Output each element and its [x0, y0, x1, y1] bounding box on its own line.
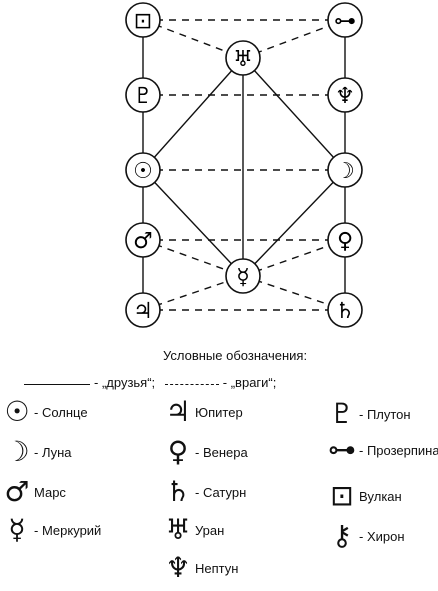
- legend-item-jupiter: ♃Юпитер: [163, 395, 243, 428]
- venus-icon: ♀: [167, 435, 189, 468]
- jupiter-icon: ♃: [165, 395, 191, 428]
- moon-icon: ☽: [335, 159, 355, 184]
- sun-icon: ☉: [4, 395, 30, 428]
- vulcan-icon: ⊡: [134, 9, 152, 34]
- legend-title: Условные обозначения:: [163, 348, 308, 363]
- friend-link-moon-mercury: [242, 169, 346, 277]
- friend-link-sun-mercury: [142, 169, 244, 277]
- enemy-link-mercury-saturn: [242, 275, 346, 311]
- legend-label: - Меркурий: [34, 522, 102, 538]
- legend-label: - Прозерпина: [359, 442, 438, 458]
- pluto-icon: ♇: [133, 84, 153, 109]
- node-uranus: ♅: [225, 40, 261, 76]
- sun-icon: ☉: [133, 159, 153, 184]
- legend-item-pluto: ♇- Плутон: [327, 397, 411, 430]
- legend-item-proserpina: ⊶- Прозерпина: [327, 436, 438, 464]
- friend-link-uranus-moon: [242, 57, 346, 171]
- mercury-icon: ☿: [236, 265, 250, 290]
- node-venus: ♀: [327, 222, 363, 258]
- legend-label: Уран: [195, 522, 225, 538]
- enemy-link-uranus-proserpina: [242, 19, 346, 59]
- legend-line-key: - „друзья“; - „враги“;: [24, 375, 276, 390]
- legend-item-vulcan: ⊡ Вулкан: [327, 479, 402, 512]
- friends-label: - „друзья“;: [94, 375, 156, 390]
- enemies-line-sample: [164, 384, 219, 385]
- node-mercury: ☿: [225, 258, 261, 294]
- chiron-icon: ⚷: [331, 519, 353, 552]
- saturn-icon: ♄: [335, 299, 355, 324]
- proserpina-icon: ⊶: [328, 433, 356, 466]
- neptune-icon: ♆: [165, 551, 191, 584]
- legend-label: Вулкан: [359, 488, 402, 504]
- friend-link-uranus-sun: [142, 57, 244, 171]
- legend-item-uranus: ♅Уран: [163, 516, 224, 544]
- pluto-icon: ♇: [329, 397, 355, 430]
- mars-icon: ♂: [4, 475, 30, 508]
- enemies-label: - „враги“;: [222, 375, 277, 390]
- legend-item-moon: ☽- Луна: [2, 435, 72, 468]
- node-mars: ♂: [125, 222, 161, 258]
- saturn-icon: ♄: [165, 475, 191, 508]
- legend-label: Юпитер: [195, 404, 243, 420]
- legend-label: Нептун: [195, 560, 239, 576]
- legend-label: - Сатурн: [195, 484, 247, 500]
- mars-icon: ♂: [133, 229, 153, 254]
- uranus-icon: ♅: [233, 47, 253, 72]
- mercury-icon: ☿: [8, 513, 26, 546]
- venus-icon: ♀: [337, 229, 353, 254]
- friends-line-sample: [24, 384, 90, 385]
- node-proserpina: ⊶: [327, 2, 363, 38]
- node-jupiter: ♃: [125, 292, 161, 328]
- neptune-icon: ♆: [335, 84, 355, 109]
- legend-label: - Венера: [195, 444, 248, 460]
- enemy-link-vulcan-uranus: [142, 19, 244, 59]
- proserpina-icon: ⊶: [334, 9, 356, 34]
- legend-item-mars: ♂Марс: [2, 478, 66, 506]
- legend-item-mercury: ☿ - Меркурий: [2, 516, 101, 544]
- node-pluto: ♇: [125, 77, 161, 113]
- jupiter-icon: ♃: [133, 299, 153, 324]
- legend-item-venus: ♀ - Венера: [163, 438, 248, 466]
- legend-label: Марс: [34, 484, 66, 500]
- node-vulcan: ⊡: [125, 2, 161, 38]
- vulcan-icon: ⊡: [330, 479, 354, 512]
- node-sun: ☉: [125, 152, 161, 188]
- legend-label: - Хирон: [359, 528, 405, 544]
- legend-item-chiron: ⚷ - Хирон: [327, 522, 405, 550]
- uranus-icon: ♅: [165, 513, 191, 546]
- planet-relations-diagram: ⊡ ⊶ ♅ ♇ ♆ ☉ ☽ ♂ ♀ ☿ ♃ ♄: [125, 2, 363, 328]
- node-neptune: ♆: [327, 77, 363, 113]
- legend-label: - Луна: [34, 444, 72, 460]
- enemy-link-mercury-venus: [242, 239, 346, 277]
- node-moon: ☽: [327, 152, 363, 188]
- legend-label: - Солнце: [34, 404, 88, 420]
- legend-label: - Плутон: [359, 406, 411, 422]
- node-saturn: ♄: [327, 292, 363, 328]
- legend-item-saturn: ♄- Сатурн: [163, 478, 246, 506]
- legend-item-neptune: ♆Нептун: [163, 554, 238, 582]
- moon-icon: ☽: [4, 435, 30, 468]
- legend-item-sun: ☉- Солнце: [2, 395, 88, 428]
